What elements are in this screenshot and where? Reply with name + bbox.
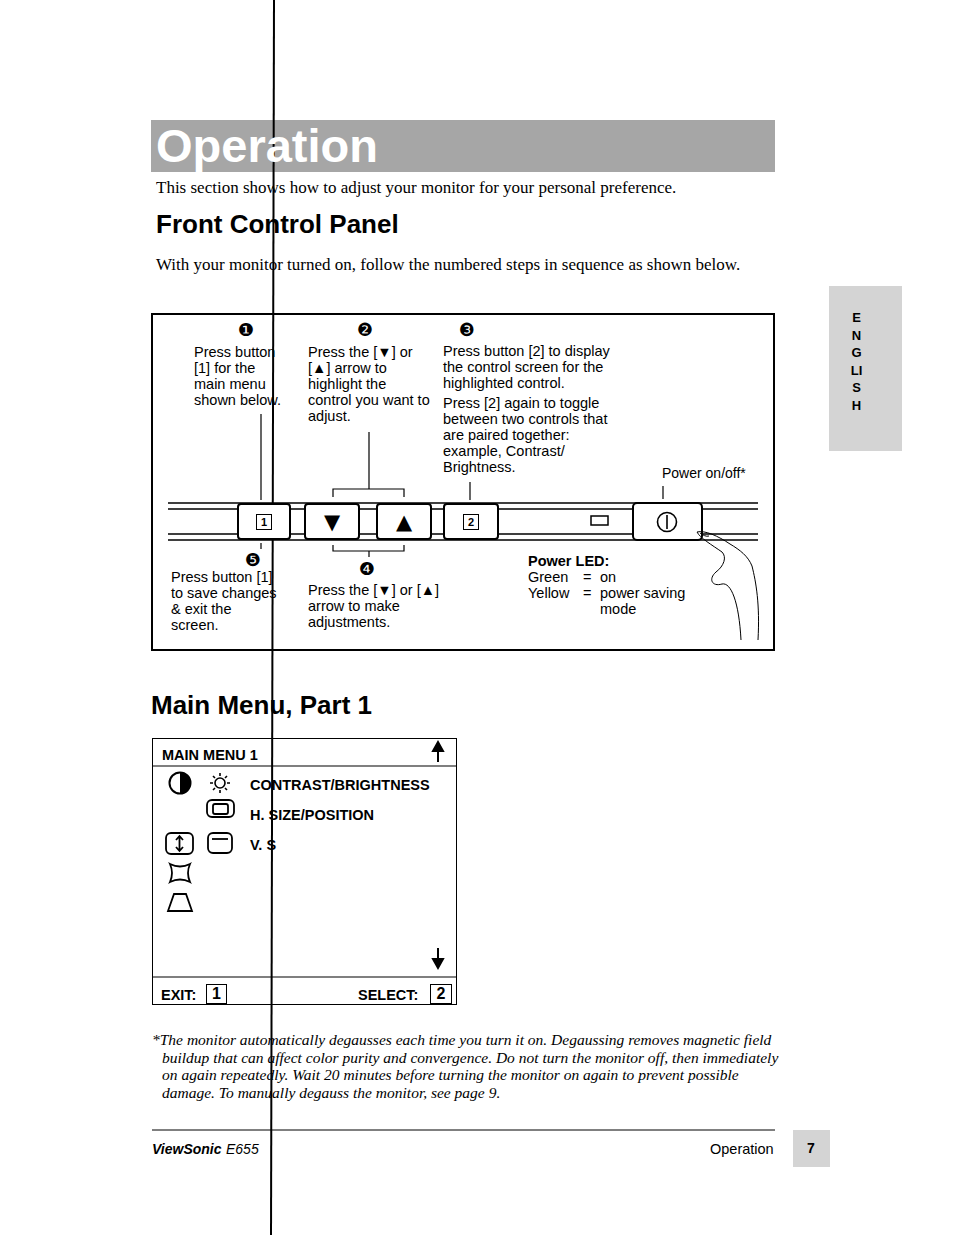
callout-number: ❶ bbox=[238, 319, 254, 341]
contrast-icon-half bbox=[180, 773, 191, 794]
step-text: Press the [▼] or [▲] arrow to make adjus… bbox=[308, 582, 440, 630]
menu-item: H. SIZE/POSITION bbox=[250, 807, 374, 824]
language-tab bbox=[829, 286, 902, 451]
key-number: 2 bbox=[437, 986, 446, 1002]
control-label: Power on/off* bbox=[662, 465, 746, 481]
leader-line bbox=[469, 482, 470, 500]
key-number: 1 bbox=[212, 986, 221, 1002]
contrast-icon bbox=[170, 773, 191, 794]
menu-footer-text: SELECT: bbox=[358, 987, 418, 1004]
step-text: Press button [2] to display the control … bbox=[443, 343, 629, 391]
power-symbol-bar bbox=[666, 515, 668, 529]
title-banner bbox=[151, 120, 775, 172]
bezel-lines bbox=[168, 503, 758, 540]
panel-button: 2 bbox=[443, 503, 499, 540]
page-number: 7 bbox=[804, 1140, 818, 1157]
instruction-text: With your monitor turned on, follow the … bbox=[156, 253, 746, 276]
pincushion-icon bbox=[170, 864, 190, 882]
panel-button: ▼ bbox=[304, 503, 360, 540]
panel-button: ▲ bbox=[376, 503, 432, 540]
button-number: 2 bbox=[463, 514, 479, 530]
menu-header-rule bbox=[152, 765, 457, 766]
monitor-bezel bbox=[168, 503, 758, 540]
hand-sketch bbox=[697, 532, 759, 640]
callout-number: ❺ bbox=[245, 549, 261, 571]
led-state: power saving mode bbox=[600, 585, 700, 617]
bracket-top bbox=[333, 432, 404, 497]
step-text: Press button [1] for the main menu shown… bbox=[194, 344, 289, 408]
section-heading: Main Menu, Part 1 bbox=[151, 689, 372, 721]
led-color: Yellow bbox=[528, 585, 569, 601]
menu-item: CONTRAST/BRIGHTNESS bbox=[250, 777, 430, 794]
menu-key: 1 bbox=[206, 984, 227, 1004]
callout-number: ❹ bbox=[359, 558, 375, 580]
arrow-symbol: ▼ bbox=[324, 511, 340, 533]
power-symbol bbox=[658, 513, 677, 532]
size-icon bbox=[207, 800, 234, 817]
power-button-body bbox=[633, 503, 702, 540]
vposition-icon bbox=[208, 833, 232, 853]
arrow-symbol: ▲ bbox=[396, 511, 412, 533]
page-title: Operation bbox=[156, 119, 378, 173]
menu-item: V. S bbox=[250, 837, 276, 854]
panel-button: 1 bbox=[237, 503, 291, 540]
scroll-down-arrow bbox=[433, 948, 443, 968]
menu-title: MAIN MENU 1 bbox=[162, 747, 258, 764]
model-name: E655 bbox=[226, 1141, 259, 1158]
led-state: on bbox=[600, 569, 616, 585]
scroll-up-arrow bbox=[433, 742, 443, 762]
language-tab-text: ENGLISH bbox=[850, 309, 863, 415]
intro-text: This section shows how to adjust your mo… bbox=[156, 177, 676, 199]
menu-art bbox=[152, 742, 457, 977]
page-number-box bbox=[793, 1130, 830, 1167]
callout-number: ❸ bbox=[459, 319, 475, 341]
section-heading: Front Control Panel bbox=[156, 208, 399, 240]
button-number: 1 bbox=[256, 514, 272, 530]
leader-line bbox=[260, 414, 261, 500]
menu-key: 2 bbox=[430, 984, 452, 1004]
callout-number: ❷ bbox=[357, 319, 373, 341]
panel-frame bbox=[152, 314, 774, 650]
bracket-bottom bbox=[333, 545, 404, 557]
vsize-icon bbox=[166, 833, 193, 854]
power-led bbox=[591, 516, 608, 525]
footnote: *The monitor automatically degausses eac… bbox=[152, 1031, 787, 1101]
brand-name: ViewSonic bbox=[152, 1141, 222, 1158]
power-button bbox=[633, 503, 702, 540]
led-equals: = bbox=[583, 569, 591, 585]
leader-line bbox=[662, 486, 663, 499]
footer-rule bbox=[152, 1130, 775, 1131]
footer-section: Operation bbox=[710, 1141, 774, 1158]
menu-footer-text: EXIT: bbox=[161, 987, 196, 1004]
menu-footer-rule bbox=[152, 976, 457, 977]
menu-screen: MAIN MENU 1 CONTRAST/BRIGHTNESS H. SIZE/PO… bbox=[152, 738, 457, 1005]
step-text: Press [2] again to toggle between two co… bbox=[443, 395, 627, 475]
led-equals: = bbox=[583, 585, 591, 601]
led-heading: Power LED: bbox=[528, 553, 609, 569]
brightness-icon bbox=[210, 773, 230, 793]
leader-line bbox=[260, 543, 261, 549]
led-color: Green bbox=[528, 569, 568, 585]
step-text: Press button [1] to save changes & exit … bbox=[171, 569, 281, 633]
trapezoid-icon bbox=[168, 894, 192, 911]
step-text: Press the [▼] or [▲] arrow to highlight … bbox=[308, 344, 430, 424]
